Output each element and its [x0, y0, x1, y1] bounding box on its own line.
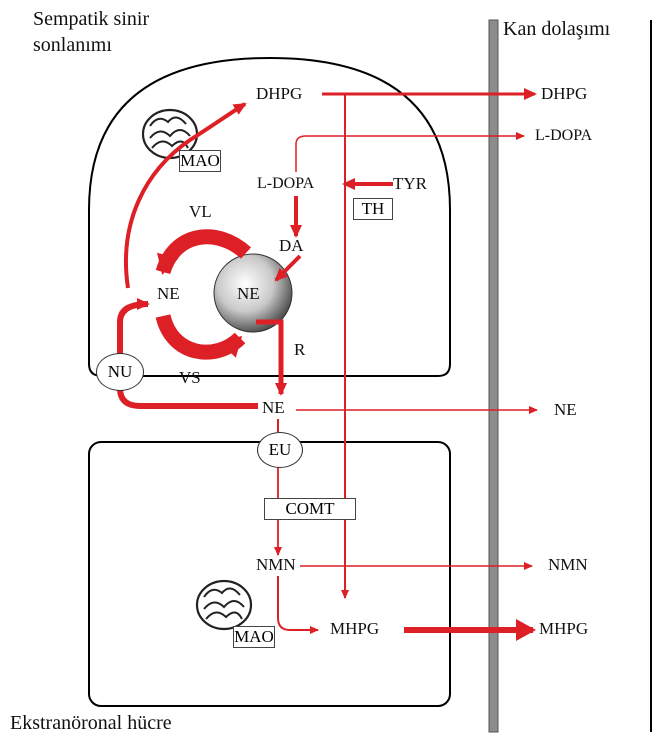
label-mhpg-cell: MHPG	[330, 619, 379, 639]
label-da: DA	[279, 236, 304, 256]
label-sympathetic-terminal: Sempatik sinir sonlanımı	[33, 6, 149, 58]
label-r: R	[294, 340, 305, 360]
label-dhpg-blood: DHPG	[541, 84, 587, 104]
comt-enzyme-box: COMT	[264, 498, 356, 520]
label-ldopa-neuron: L-DOPA	[257, 175, 314, 193]
th-enzyme-box: TH	[353, 198, 393, 220]
label-ne-vesicle: NE	[237, 284, 260, 304]
nu-transporter-oval: NU	[96, 353, 144, 391]
label-ldopa-blood: L-DOPA	[535, 127, 592, 145]
mao-enzyme-box-neuron: MAO	[179, 150, 221, 172]
blood-vessel-bar	[489, 20, 498, 732]
label-nmn: NMN	[256, 555, 296, 575]
label-nmn-blood: NMN	[548, 555, 588, 575]
label-ne-blood: NE	[554, 400, 577, 420]
label-circulation: Kan dolaşımı	[503, 18, 610, 41]
eu-transporter-oval: EU	[257, 432, 303, 468]
dhpg-to-mhpg-arrow	[325, 94, 345, 598]
label-dhpg-neuron: DHPG	[256, 84, 302, 104]
label-vs: VS	[179, 368, 201, 388]
label-mhpg-blood: MHPG	[539, 619, 588, 639]
label-extraneuronal-cell: Ekstranöronal hücre	[10, 712, 172, 735]
label-vl: VL	[189, 202, 212, 222]
mao-enzyme-box-extraneuronal: MAO	[233, 626, 275, 648]
release-arrow	[256, 322, 281, 394]
label-tyr: TYR	[393, 174, 427, 194]
label-ne-cytosol: NE	[157, 284, 180, 304]
mitochondrion-icon	[197, 581, 251, 629]
nmn-to-mhpg-arrow	[278, 576, 318, 630]
label-ne-synapse: NE	[262, 398, 285, 418]
